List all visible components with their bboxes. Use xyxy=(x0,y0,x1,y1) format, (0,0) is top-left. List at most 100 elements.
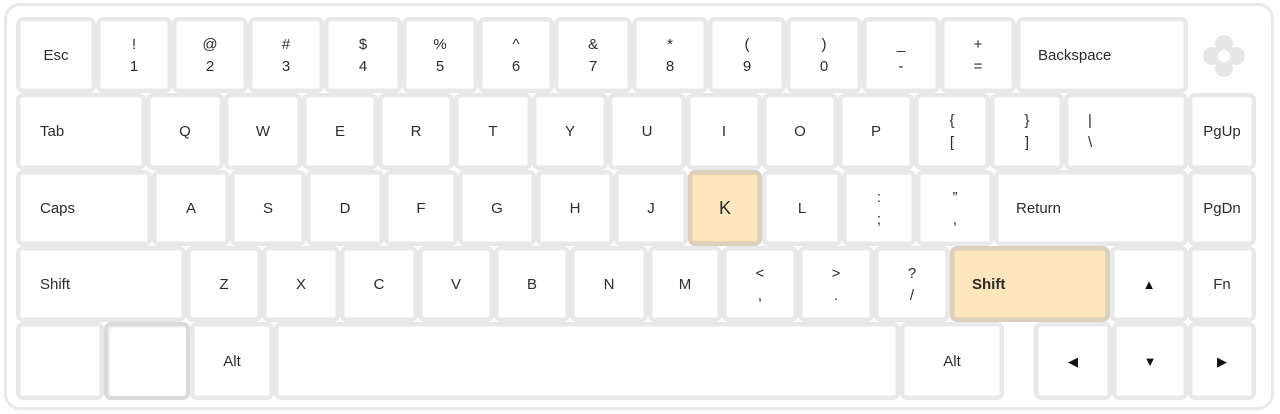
key-caps[interactable]: Caps xyxy=(16,170,152,246)
key-label: Tab xyxy=(40,123,65,140)
key-arrow-up[interactable]: ▲ xyxy=(1110,246,1188,322)
key-n[interactable]: N xyxy=(570,246,648,322)
key-blank-left[interactable] xyxy=(16,322,104,400)
key-4[interactable]: $4 xyxy=(324,17,402,93)
key-p[interactable]: P xyxy=(838,93,914,170)
key-k[interactable]: K xyxy=(688,170,762,246)
key-a[interactable]: A xyxy=(152,170,230,246)
key-6[interactable]: ^6 xyxy=(478,17,554,93)
key-comma[interactable]: <, xyxy=(722,246,798,322)
key-minus[interactable]: _- xyxy=(862,17,940,93)
key-label: Return xyxy=(1016,199,1062,217)
key-q[interactable]: Q xyxy=(146,93,224,170)
key-semicolon[interactable]: :; xyxy=(842,170,916,246)
key-g[interactable]: G xyxy=(458,170,536,246)
key-equal[interactable]: += xyxy=(940,17,1016,93)
key-8[interactable]: *8 xyxy=(632,17,708,93)
key-label: 2 xyxy=(205,57,215,75)
key-label: D xyxy=(339,199,351,217)
key-slash[interactable]: ?/ xyxy=(874,246,950,322)
arrow-down-icon: ▼ xyxy=(1143,353,1157,369)
key-x[interactable]: X xyxy=(262,246,340,322)
key-label: PgUp xyxy=(1203,123,1241,140)
key-9[interactable]: (9 xyxy=(708,17,786,93)
key-w[interactable]: W xyxy=(224,93,302,170)
key-label: V xyxy=(450,275,461,293)
key-backspace[interactable]: Backspace xyxy=(1016,17,1188,93)
key-arrow-down[interactable]: ▼ xyxy=(1112,322,1188,400)
key-label: . xyxy=(833,286,839,304)
key-i[interactable]: I xyxy=(686,93,762,170)
key-shift-right[interactable]: Shift xyxy=(950,246,1110,322)
arrow-right-icon: ▶ xyxy=(1217,353,1227,369)
key-e[interactable]: E xyxy=(302,93,378,170)
key-y[interactable]: Y xyxy=(532,93,608,170)
key-label: 7 xyxy=(588,57,598,75)
key-fn[interactable]: Fn xyxy=(1188,246,1256,322)
key-label: M xyxy=(678,275,692,293)
key-z[interactable]: Z xyxy=(186,246,262,322)
key-tab[interactable]: Tab xyxy=(16,93,146,170)
key-label: B xyxy=(526,275,537,293)
key-b[interactable]: B xyxy=(494,246,570,322)
key-label: Y xyxy=(564,123,575,140)
key-2[interactable]: @2 xyxy=(172,17,248,93)
key-label: U xyxy=(641,123,653,140)
key-r[interactable]: R xyxy=(378,93,454,170)
key-label: 8 xyxy=(665,57,675,75)
key-shift-label: } xyxy=(1024,112,1030,129)
key-label: 0 xyxy=(819,57,829,75)
key-5[interactable]: %5 xyxy=(402,17,478,93)
key-backslash[interactable]: |\ xyxy=(1064,93,1188,170)
key-v[interactable]: V xyxy=(418,246,494,322)
key-period[interactable]: >. xyxy=(798,246,874,322)
key-space[interactable] xyxy=(274,322,900,400)
key-label: Esc xyxy=(43,46,69,64)
key-label: ; xyxy=(876,210,882,228)
key-label: Alt xyxy=(223,352,241,370)
key-shift-label: ! xyxy=(131,35,137,53)
key-alt-left[interactable]: Alt xyxy=(190,322,274,400)
key-return[interactable]: Return xyxy=(994,170,1188,246)
key-label: \ xyxy=(1088,134,1093,151)
key-h[interactable]: H xyxy=(536,170,614,246)
key-shift-left[interactable]: Shift xyxy=(16,246,186,322)
key-d[interactable]: D xyxy=(306,170,384,246)
key-label: Z xyxy=(219,275,229,293)
key-1[interactable]: !1 xyxy=(96,17,172,93)
key-arrow-right[interactable]: ▶ xyxy=(1188,322,1256,400)
key-f[interactable]: F xyxy=(384,170,458,246)
arrow-up-icon: ▲ xyxy=(1142,276,1156,292)
key-esc[interactable]: Esc xyxy=(16,17,96,93)
key-label: Fn xyxy=(1213,275,1231,293)
key-o[interactable]: O xyxy=(762,93,838,170)
key-left-bracket[interactable]: {[ xyxy=(914,93,990,170)
arrow-left-icon: ◀ xyxy=(1068,353,1078,369)
key-label: I xyxy=(721,123,727,140)
key-shift-label: | xyxy=(1088,112,1092,129)
key-u[interactable]: U xyxy=(608,93,686,170)
key-alt-right[interactable]: Alt xyxy=(900,322,1004,400)
key-label: = xyxy=(973,57,983,75)
key-pgdn[interactable]: PgDn xyxy=(1188,170,1256,246)
key-shift-label: $ xyxy=(358,35,368,53)
key-label: J xyxy=(647,199,655,217)
key-label: A xyxy=(185,199,196,217)
key-3[interactable]: #3 xyxy=(248,17,324,93)
key-c[interactable]: C xyxy=(340,246,418,322)
key-0[interactable]: )0 xyxy=(786,17,862,93)
key-j[interactable]: J xyxy=(614,170,688,246)
key-s[interactable]: S xyxy=(230,170,306,246)
key-t[interactable]: T xyxy=(454,93,532,170)
key-arrow-left[interactable]: ◀ xyxy=(1034,322,1112,400)
key-7[interactable]: &7 xyxy=(554,17,632,93)
key-l[interactable]: L xyxy=(762,170,842,246)
key-right-bracket[interactable]: }] xyxy=(990,93,1064,170)
key-label: - xyxy=(898,57,904,75)
key-label: X xyxy=(295,275,306,293)
key-m[interactable]: M xyxy=(648,246,722,322)
key-label: ] xyxy=(1024,134,1030,151)
key-quote[interactable]: ”, xyxy=(916,170,994,246)
key-pgup[interactable]: PgUp xyxy=(1188,93,1256,170)
key-blank-pressed[interactable] xyxy=(104,322,190,400)
